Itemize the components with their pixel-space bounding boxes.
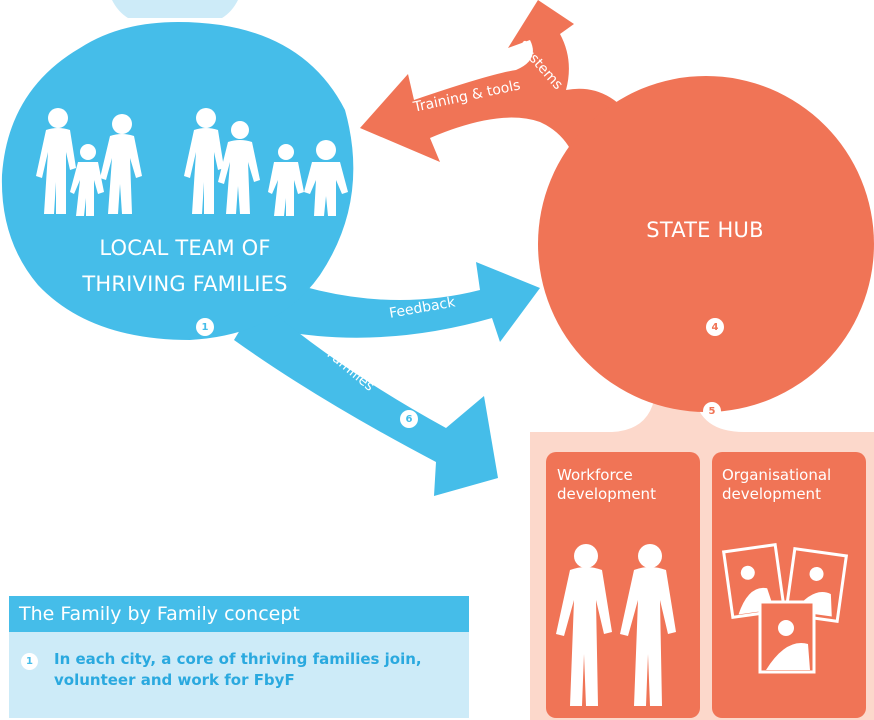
families-badge: 6: [400, 410, 418, 428]
local-team-blob: [1, 22, 354, 340]
legend-heading: The Family by Family concept: [9, 596, 469, 632]
organisational-label: Organisational development: [722, 466, 832, 503]
local-team-title-line1: LOCAL TEAM OF: [99, 236, 271, 260]
legend-body: [9, 632, 469, 718]
local-team-title-line2: THRIVING FAMILIES: [82, 272, 288, 296]
state-hub-badge: 4: [706, 318, 724, 336]
families-icon: [36, 108, 348, 216]
state-hub-circle: [538, 76, 874, 412]
feedback-arrow: [250, 262, 540, 342]
families-arrow: [234, 300, 498, 496]
hub-support-badge: 5: [703, 402, 721, 420]
legend-item-text: In each city, a core of thriving familie…: [54, 650, 422, 689]
top-tab: [112, 0, 238, 18]
workforce-label: Workforce development: [557, 466, 656, 503]
organisational-photos-icon: [721, 543, 849, 674]
workforce-people-icon: [556, 544, 676, 706]
legend-item-badge: 1: [21, 653, 38, 670]
state-hub-title: STATE HUB: [646, 218, 764, 242]
local-team-badge: 1: [196, 318, 214, 336]
